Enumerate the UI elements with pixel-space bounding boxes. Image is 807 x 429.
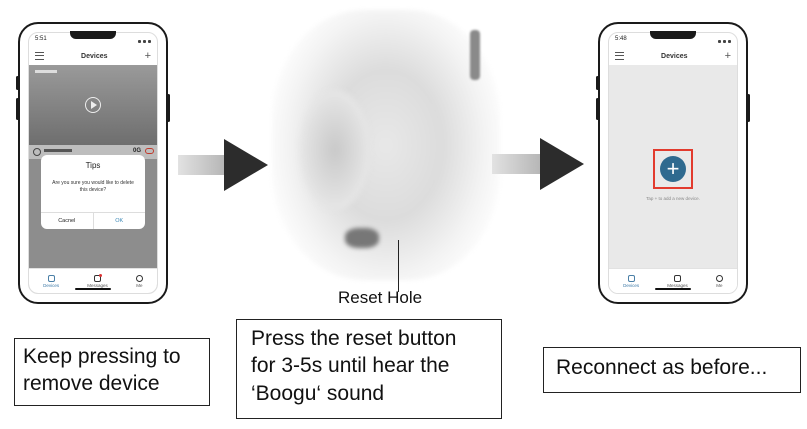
device-avatar: [33, 148, 41, 156]
phone-side-button: [16, 76, 19, 90]
cloud-icon[interactable]: [145, 148, 154, 154]
step-2-line: for 3-5s until hear the: [251, 354, 450, 378]
page-title: Devices: [81, 52, 108, 60]
tab-messages[interactable]: Messages: [87, 273, 108, 288]
phone-volume-button: [16, 98, 19, 120]
step-1-box: Keep pressing to remove device: [14, 338, 210, 406]
tab-devices[interactable]: Devices: [43, 274, 60, 288]
tab-devices-label: Devices: [623, 282, 640, 288]
nav-bar: Devices +: [29, 47, 157, 66]
device-signal-status: 0G: [132, 148, 141, 154]
phone-notch: [70, 31, 116, 39]
dialog-title: Tips: [85, 161, 101, 170]
step-2-line: Press the reset button: [251, 327, 457, 350]
tab-me-label: Me: [716, 282, 723, 288]
nav-bar: Devices +: [609, 47, 737, 66]
preview-label: [35, 70, 57, 73]
messages-icon: [674, 274, 681, 282]
status-indicators: [138, 36, 151, 47]
phone-notch: [650, 31, 696, 39]
arrow-shaft: [178, 155, 228, 175]
delete-confirm-dialog: Tips Are you sure you would like to dele…: [41, 155, 145, 229]
step-1-line: remove device: [23, 372, 160, 396]
devices-icon: [47, 274, 55, 282]
status-indicators: [718, 36, 731, 47]
status-time: 5:51: [35, 36, 47, 42]
phone-volume-button: [596, 98, 599, 120]
status-bar: 5:51: [29, 33, 157, 47]
home-indicator: [655, 288, 691, 290]
reset-hole-label: Reset Hole: [338, 288, 423, 307]
menu-icon[interactable]: [615, 52, 624, 60]
tab-me-label: Me: [136, 282, 143, 288]
camera-preview[interactable]: [29, 65, 157, 145]
home-indicator: [75, 288, 111, 290]
tab-devices-label: Devices: [43, 282, 60, 288]
dialog-buttons: Cacnel OK: [41, 212, 145, 229]
step-3-box: Reconnect as before...: [543, 347, 801, 393]
tab-bar: Devices Messages Me: [29, 268, 157, 293]
phone-right: 5:48 Devices + + Tap + to add a new devi…: [596, 22, 750, 304]
devices-icon: [627, 274, 635, 282]
step-2-box: Press the reset button for 3-5s until he…: [236, 319, 502, 419]
phone-screen: 5:51 Devices + 0G Tips Are you sure you …: [28, 32, 158, 294]
arrow-right-icon: [178, 139, 268, 191]
tab-me[interactable]: Me: [715, 274, 723, 288]
add-icon[interactable]: +: [144, 49, 151, 62]
camera-mount-tab: [470, 30, 480, 80]
step-2-line: ‘Boogu‘ sound: [251, 381, 385, 405]
unread-badge: [99, 273, 102, 277]
reset-hole: [345, 228, 379, 248]
tab-messages[interactable]: Messages: [667, 274, 688, 288]
page-title: Devices: [661, 52, 688, 60]
phone-power-button: [747, 94, 750, 122]
camera-lens-area: [300, 90, 370, 210]
arrow-head: [224, 139, 268, 191]
status-time: 5:48: [615, 36, 627, 42]
tab-devices[interactable]: Devices: [623, 274, 640, 288]
arrow-head: [540, 138, 584, 190]
phone-side-button: [596, 76, 599, 90]
add-icon[interactable]: +: [724, 49, 731, 62]
callout-line: [398, 240, 399, 292]
add-device-hint: Tap + to add a new device.: [646, 196, 700, 201]
step-3-text: Reconnect as before...: [556, 356, 768, 379]
tab-messages-label: Messages: [87, 282, 108, 288]
add-device-button[interactable]: +: [660, 156, 686, 182]
messages-icon: [94, 273, 102, 282]
device-name: [44, 149, 72, 152]
phone-power-button: [167, 94, 170, 122]
phone-screen: 5:48 Devices + + Tap + to add a new devi…: [608, 32, 738, 294]
user-icon: [715, 274, 723, 282]
tab-messages-label: Messages: [667, 282, 688, 288]
ok-button[interactable]: OK: [115, 218, 124, 224]
tab-me[interactable]: Me: [135, 274, 143, 288]
play-icon[interactable]: [85, 97, 101, 113]
user-icon: [135, 274, 143, 282]
arrow-right-icon: [492, 138, 584, 190]
phone-left: 5:51 Devices + 0G Tips Are you sure you …: [16, 22, 170, 304]
status-bar: 5:48: [609, 33, 737, 47]
cancel-button[interactable]: Cacnel: [41, 213, 94, 229]
step-1-line: Keep pressing to: [23, 345, 181, 368]
arrow-shaft: [492, 154, 544, 174]
add-device-highlight: +: [653, 149, 693, 189]
menu-icon[interactable]: [35, 52, 44, 60]
tab-bar: Devices Messages Me: [609, 268, 737, 293]
dialog-message: Are you sure you would like to delete th…: [52, 180, 134, 193]
